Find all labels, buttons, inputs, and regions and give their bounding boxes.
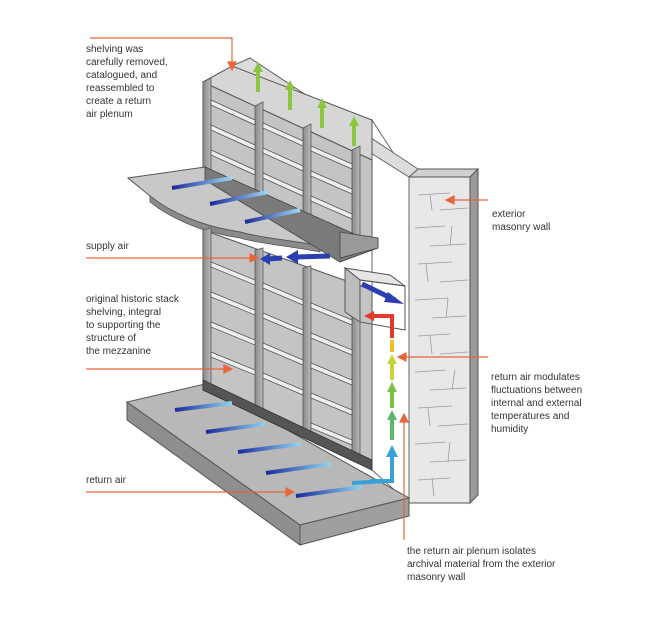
label-plenum-isolates: the return air plenum isolates archival … xyxy=(407,546,556,583)
floor-return-air-arrows xyxy=(174,401,398,498)
supply-duct xyxy=(343,266,406,331)
plenum-rising-air-arrows xyxy=(364,311,397,440)
label-return-air: return air xyxy=(86,475,127,486)
label-original-stack: original historic stack shelving, integr… xyxy=(86,294,179,357)
exterior-masonry-wall xyxy=(407,167,480,505)
lower-shelving xyxy=(202,227,373,471)
supply-air-arrows xyxy=(171,176,404,304)
label-shelving-removed: shelving was carefully removed, catalogu… xyxy=(86,44,168,120)
label-return-air-modulates: return air modulates fluctuations betwee… xyxy=(491,372,583,435)
label-exterior-wall: exterior masonry wall xyxy=(492,209,551,233)
top-plenum-arrows xyxy=(253,62,359,146)
leader-lines xyxy=(86,37,488,540)
label-supply-air: supply air xyxy=(86,241,129,252)
